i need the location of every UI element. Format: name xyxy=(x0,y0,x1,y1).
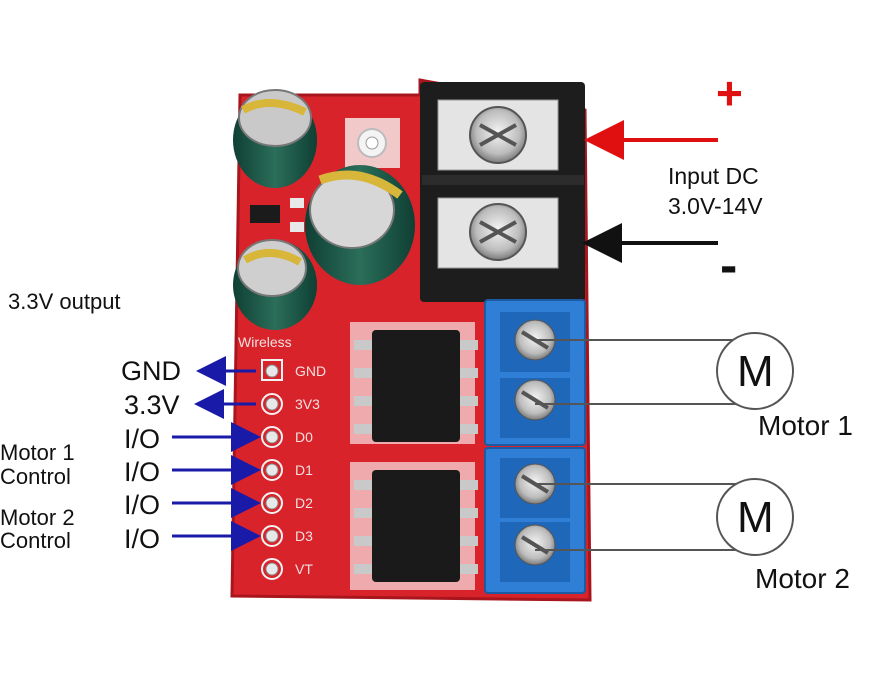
silkscreen-title: Wireless xyxy=(238,334,292,350)
header-pins xyxy=(261,359,283,580)
motor-1-symbol: M xyxy=(737,347,774,396)
callout-io-d3: I/O xyxy=(124,524,161,554)
motor-symbol-2 xyxy=(716,478,794,556)
silk-pin-d2: D2 xyxy=(295,495,313,511)
silk-pin-d0: D0 xyxy=(295,429,313,445)
capacitor-1 xyxy=(233,89,317,188)
callout-3v3: 3.3V xyxy=(124,390,180,420)
motor-terminal-1 xyxy=(484,299,586,446)
output-label: 3.3V output xyxy=(8,289,121,314)
silk-pin-vt: VT xyxy=(295,561,313,577)
group-motor2-line1: Motor 2 xyxy=(0,505,75,530)
capacitor-3 xyxy=(233,239,317,330)
input-voltage-range: 3.0V-14V xyxy=(668,193,763,219)
silk-pin-d3: D3 xyxy=(295,528,313,544)
input-plus-sign: + xyxy=(716,67,743,119)
power-terminal xyxy=(420,82,585,302)
motor-wires xyxy=(535,339,742,551)
driver-ic-1 xyxy=(350,322,478,444)
group-motor1-line1: Motor 1 xyxy=(0,440,75,465)
motor-2-symbol: M xyxy=(737,493,774,542)
smd-resistor xyxy=(290,222,304,232)
callout-gnd: GND xyxy=(121,356,181,386)
group-motor2-line2: Control xyxy=(0,528,71,553)
smd-resistor xyxy=(290,198,304,208)
capacitor-2 xyxy=(305,165,415,285)
callout-io-d0: I/O xyxy=(124,424,161,454)
motor-1-label: Motor 1 xyxy=(758,410,853,441)
silk-pin-d1: D1 xyxy=(295,462,313,478)
silk-pin-gnd: GND xyxy=(295,363,327,379)
callout-io-d1: I/O xyxy=(124,457,161,487)
pin-arrows xyxy=(172,356,261,551)
callout-io-d2: I/O xyxy=(124,490,161,520)
motor-terminal-2 xyxy=(484,447,586,594)
motor-2-label: Motor 2 xyxy=(755,563,850,594)
smd-regulator xyxy=(250,205,280,223)
mounting-hole xyxy=(345,118,400,168)
input-dc-label: Input DC xyxy=(668,163,759,189)
input-minus-sign: - xyxy=(720,237,738,295)
group-motor1-line2: Control xyxy=(0,464,71,489)
silk-pin-3v3: 3V3 xyxy=(295,396,320,412)
driver-ic-2 xyxy=(350,462,478,590)
motor-symbol-1 xyxy=(716,332,794,410)
